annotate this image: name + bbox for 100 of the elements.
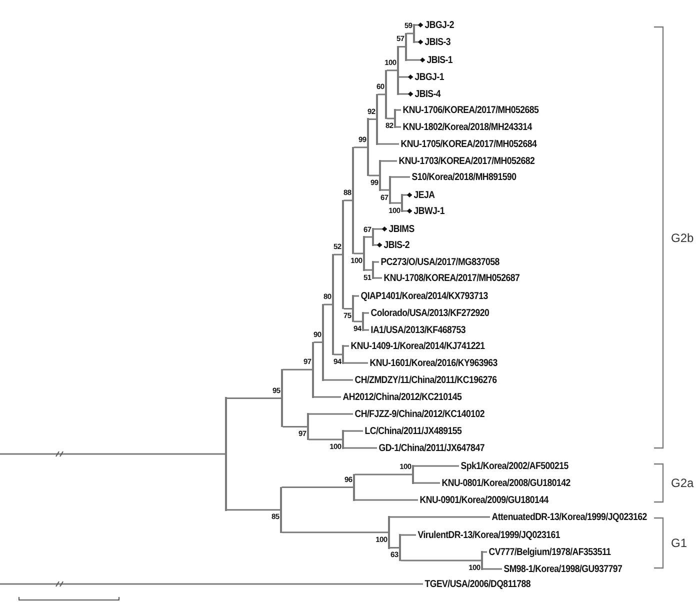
clade-junction-line <box>405 32 407 61</box>
strain-name: SM98-1/Korea/1998/GU937797 <box>502 564 622 574</box>
strain-name: KNU-1703/KOREA/2017/MH052682 <box>397 156 535 166</box>
branch-line <box>482 551 487 553</box>
strain-name: KNU-1409-1/Korea/2014/KJ741221 <box>349 340 485 352</box>
branch-line <box>374 261 379 263</box>
branch-line <box>282 368 312 370</box>
strain-name: CV777/Belgium/1978/AF353511 <box>487 546 611 558</box>
branch-line <box>414 482 440 484</box>
strain-name: CH/FJZZ-9/China/2012/KC140102 <box>353 408 485 420</box>
strain-name: IA1/USA/2013/KF468753 <box>369 324 466 336</box>
branch-line <box>378 143 399 145</box>
clade-junction-line <box>376 94 378 145</box>
strain-name: AttenuatedDR-13/Korea/1999/JQ023162 <box>490 512 647 522</box>
strain-name: Spk1/Korea/2002/AF500215 <box>459 460 568 472</box>
branch-line <box>400 560 482 562</box>
strain-name: JBIMS <box>387 224 414 234</box>
branch-line <box>402 208 412 214</box>
clade-junction-line <box>412 465 414 484</box>
branch-line <box>334 254 342 256</box>
clade-junction-line <box>312 342 314 398</box>
branch-line <box>344 430 363 432</box>
branch-line <box>368 118 376 120</box>
branch-line <box>482 568 502 570</box>
strain-name: KNU-1705/KOREA/2017/MH052684 <box>399 138 537 150</box>
branch-line <box>344 308 352 310</box>
branch-line <box>344 200 352 202</box>
branch-line <box>380 189 390 191</box>
branch-line <box>354 499 418 501</box>
clade-junction-line <box>342 345 344 364</box>
strain-name: S10/Korea/2018/MH891590 <box>410 172 516 182</box>
branch-line <box>282 486 354 488</box>
branch-line <box>390 547 400 548</box>
branch-line <box>386 70 398 72</box>
branch-line <box>400 534 416 536</box>
strain-name: QIAP1401/Korea/2014/KX793713 <box>359 290 488 302</box>
branch-line <box>282 532 388 534</box>
clade-junction-line <box>372 228 374 246</box>
branch-line <box>406 58 425 62</box>
strain-name: JBIS-2 <box>382 240 410 250</box>
clade-junction-line <box>413 24 415 43</box>
branch-line <box>324 379 353 381</box>
strain-name: KNU-0901/Korea/2009/GU180144 <box>418 494 548 506</box>
branch-line <box>378 94 386 96</box>
branch-line <box>334 354 342 356</box>
branch-line <box>364 312 369 314</box>
branch-line <box>374 226 387 232</box>
clade-junction-line <box>342 430 344 449</box>
branch-line <box>308 413 353 415</box>
clade-junction-line <box>481 551 483 570</box>
branch-line <box>374 277 382 279</box>
clade-junction-line <box>385 70 387 120</box>
branch-line <box>396 109 401 111</box>
branch-line <box>354 320 362 322</box>
branch-line <box>324 304 332 306</box>
clade-junction-line <box>353 474 355 501</box>
clade-junction-line <box>394 109 396 128</box>
strain-name: KNU-1601/Korea/2016/KY963963 <box>368 358 498 368</box>
strain-name: Colorado/USA/2013/KF272920 <box>369 308 490 318</box>
branch-line <box>398 46 406 48</box>
branch-line <box>402 192 412 198</box>
clade-junction-line <box>342 200 344 310</box>
clade-junction-line <box>362 312 364 331</box>
branch-line <box>390 516 490 518</box>
strain-name: GD-1/China/2011/JX647847 <box>377 442 484 454</box>
strain-name: LC/China/2011/JX489155 <box>363 426 462 436</box>
strain-name: JBIS-1 <box>425 54 453 66</box>
strain-name: KNU-1802/Korea/2018/MH243314 <box>401 122 532 132</box>
branch-line <box>368 174 380 176</box>
clade-junction-line <box>397 46 399 95</box>
branch-line <box>396 126 401 128</box>
clade-junction-line <box>388 516 390 548</box>
clade-junction-line <box>225 397 227 511</box>
branch-line <box>406 32 414 34</box>
clade-junction-line <box>367 118 369 176</box>
strain-name: VirulentDR-13/Korea/1999/JQ023161 <box>416 530 560 540</box>
branch-line <box>308 438 342 440</box>
branch-line <box>282 426 308 428</box>
branch-line <box>354 474 412 476</box>
clade-junction-line <box>322 304 324 381</box>
branch-line <box>226 397 282 399</box>
branch-line <box>390 202 402 204</box>
branch-line <box>390 176 410 178</box>
branch-line <box>354 295 359 297</box>
branch-line <box>0 453 226 455</box>
clade-junction-line <box>281 368 283 428</box>
clade-junction-line <box>372 261 374 279</box>
strain-name: JBGJ-2 <box>423 20 454 30</box>
branch-line <box>354 146 368 148</box>
clade-junction-line <box>363 236 365 271</box>
strain-name: JBWJ-1 <box>412 206 444 216</box>
clade-junction-line <box>389 176 391 204</box>
clade-label: G2b <box>671 230 694 244</box>
branch-line <box>226 509 280 511</box>
clade-junction-line <box>379 160 381 191</box>
clade-label: G2a <box>671 476 694 490</box>
branch-line <box>414 22 423 28</box>
strain-name: KNU-0801/Korea/2008/GU180142 <box>440 478 570 488</box>
strain-name: PC273/O/USA/2017/MG837058 <box>379 256 500 268</box>
clade-junction-line <box>399 534 401 562</box>
